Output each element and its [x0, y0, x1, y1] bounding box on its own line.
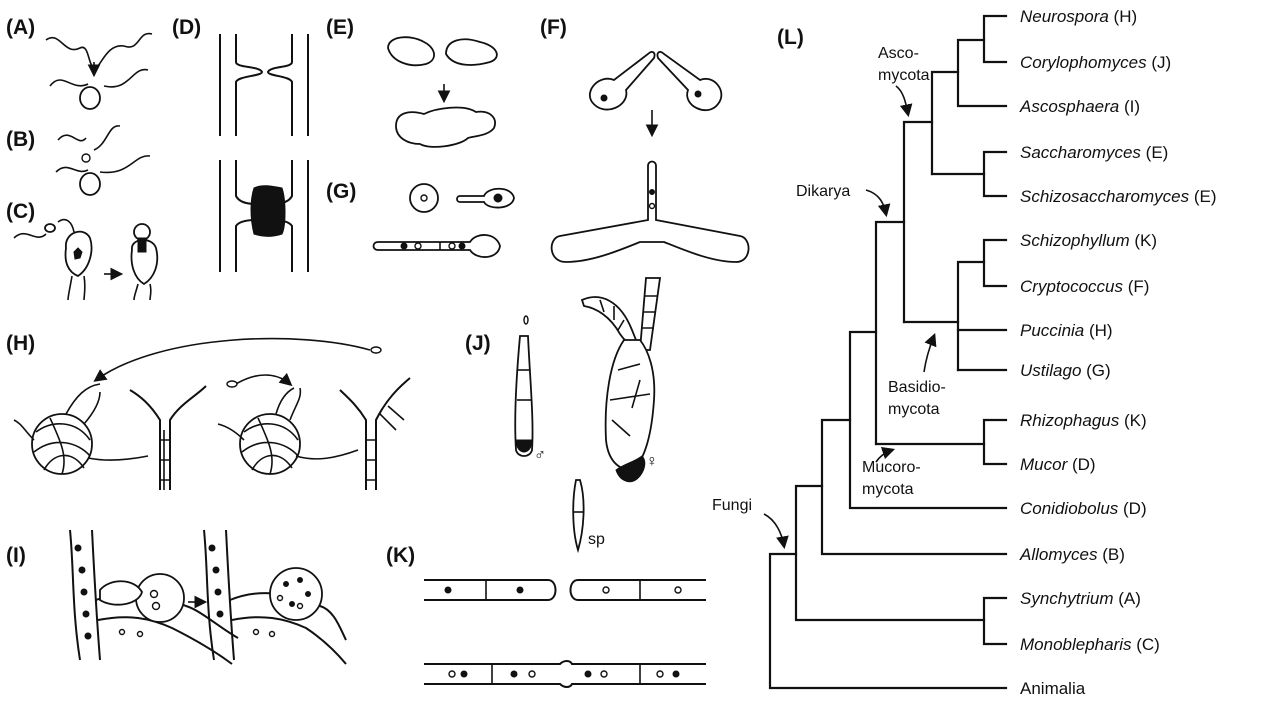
- panel-label-h: (H): [6, 332, 35, 355]
- panel-f-drawing: [552, 52, 749, 262]
- taxon-ascosphaera: Ascosphaera (I): [1019, 97, 1140, 116]
- panel-label-e: (E): [326, 16, 354, 39]
- taxon-animalia: Animalia: [1020, 679, 1086, 698]
- panel-a-drawing: [46, 34, 152, 109]
- panel-label-b: (B): [6, 128, 35, 151]
- panel-b-drawing: [56, 126, 150, 195]
- panel-e-drawing: [388, 37, 497, 147]
- spore-label: sp: [588, 531, 605, 548]
- taxon-monoblepharis: Monoblepharis (C): [1020, 635, 1160, 654]
- clade-basidiomycota-line1: Basidio-: [888, 379, 946, 396]
- panel-label-d: (D): [172, 16, 201, 39]
- taxon-mucor: Mucor (D): [1020, 455, 1096, 474]
- panel-label-c: (C): [6, 200, 35, 223]
- taxon-cryptococcus: Cryptococcus (F): [1020, 277, 1149, 296]
- panel-label-a: (A): [6, 16, 35, 39]
- taxon-schizosaccharomyces: Schizosaccharomyces (E): [1020, 187, 1217, 206]
- clade-mucoromycota-line2: mycota: [862, 481, 914, 498]
- taxon-schizophyllum: Schizophyllum (K): [1020, 231, 1157, 250]
- clade-mucoromycota-line1: Mucoro-: [862, 459, 921, 476]
- panel-c-drawing: [14, 220, 157, 300]
- taxon-allomyces: Allomyces (B): [1019, 545, 1125, 564]
- panel-i-drawing: [70, 530, 346, 664]
- panel-label-i: (I): [6, 544, 26, 567]
- clade-dikarya: Dikarya: [796, 183, 850, 200]
- taxon-ustilago: Ustilago (G): [1020, 361, 1111, 380]
- taxon-rhizophagus: Rhizophagus (K): [1020, 411, 1147, 430]
- panel-label-g: (G): [326, 180, 356, 203]
- taxon-neurospora: Neurospora (H): [1020, 7, 1137, 26]
- clade-basidiomycota-line2: mycota: [888, 401, 940, 418]
- panel-d-drawing: [220, 34, 308, 272]
- taxon-corylophomyces: Corylophomyces (J): [1020, 53, 1171, 72]
- panel-g-drawing: [374, 184, 515, 257]
- clade-ascomycota-line2: mycota: [878, 67, 930, 84]
- clade-fungi: Fungi: [712, 497, 752, 514]
- panel-label-j: (J): [465, 332, 491, 355]
- taxon-conidiobolus: Conidiobolus (D): [1020, 499, 1147, 518]
- taxon-labels: Neurospora (H) Corylophomyces (J) Ascosp…: [1019, 7, 1217, 698]
- panel-label-f: (F): [540, 16, 567, 39]
- panel-label-k: (K): [386, 544, 415, 567]
- taxon-puccinia: Puccinia (H): [1020, 321, 1113, 340]
- female-symbol: ♀: [646, 453, 658, 470]
- taxon-saccharomyces: Saccharomyces (E): [1020, 143, 1168, 162]
- phylogeny-tree: Asco- mycota Dikarya Basidio- mycota Muc…: [712, 16, 1006, 688]
- male-symbol: ♂: [534, 447, 546, 464]
- panel-j-drawing: ♂ ♀ sp: [515, 278, 660, 550]
- panel-k-drawing: [424, 580, 706, 687]
- clade-ascomycota-line1: Asco-: [878, 45, 919, 62]
- panel-label-l: (L): [777, 26, 804, 49]
- panel-h-drawing: [14, 339, 410, 490]
- taxon-synchytrium: Synchytrium (A): [1020, 589, 1141, 608]
